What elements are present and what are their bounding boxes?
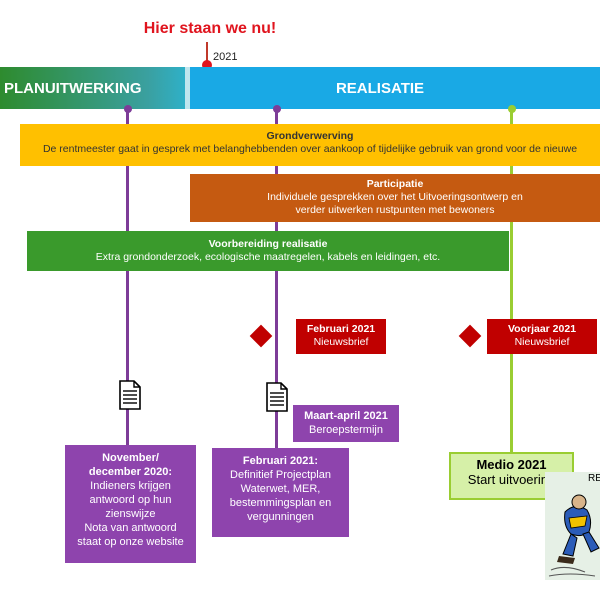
milestone-feb-line4: vergunningen [247, 511, 314, 523]
phase-realisatie: REALISATIE [190, 67, 600, 109]
milestone-beroep-title: Maart-april 2021 [304, 410, 388, 422]
milestone-nov-title2: december 2020: [88, 466, 173, 478]
milestone-start-title: Medio 2021 [476, 457, 547, 472]
document-icon [119, 380, 141, 410]
milestone-beroepstermijn: Maart-april 2021 Beroepstermijn [293, 405, 399, 442]
bar-participatie-title: Participatie [366, 178, 424, 190]
phase-separator [185, 67, 190, 109]
milestone-feb-title: Februari 2021: [242, 455, 319, 467]
milestone-nov-line1: Indieners krijgen [90, 480, 171, 492]
milestone-feb-line2: Waterwet, MER, [240, 483, 321, 495]
newsletter-februari: Februari 2021 Nieuwsbrief [296, 319, 386, 354]
milestone-feb-line3: bestemmingsplan en [229, 497, 332, 509]
timeline-line-3 [510, 109, 513, 454]
bar-voorbereiding-title: Voorbereiding realisatie [208, 238, 328, 250]
year-label: 2021 [213, 51, 238, 63]
bar-participatie-line2: verder uitwerken rustpunten met bewoners [295, 204, 495, 216]
now-marker-label: Hier staan we nu! [143, 20, 277, 37]
timeline-line-1 [126, 109, 129, 449]
milestone-beroep-label: Beroepstermijn [309, 424, 383, 436]
milestone-nov-line4: Nota van antwoord [84, 522, 177, 534]
bar-grondverwerving-text: De rentmeester gaat in gesprek met belan… [42, 143, 578, 155]
bar-grondverwerving: Grondverwerving De rentmeester gaat in g… [20, 124, 600, 166]
newsletter-date: Voorjaar 2021 [507, 323, 577, 335]
document-icon [266, 382, 288, 412]
bar-voorbereiding-realisatie: Voorbereiding realisatie Extra grondonde… [27, 231, 509, 271]
bar-participatie: Participatie Individuele gesprekken over… [190, 174, 600, 222]
bar-grondverwerving-title: Grondverwerving [266, 130, 354, 142]
bar-voorbereiding-text: Extra grondonderzoek, ecologische maatre… [95, 251, 441, 263]
milestone-feb-line1: Definitief Projectplan [230, 469, 331, 481]
phase-planuitwerking: PLANUITWERKING [0, 67, 185, 109]
timeline-dot-2 [273, 105, 281, 113]
illustration-text: RE [588, 473, 600, 484]
milestone-november-december: November/ december 2020: Indieners krijg… [65, 445, 196, 563]
timeline-line-2 [275, 109, 278, 449]
milestone-nov-line3: zienswijze [105, 508, 156, 520]
diamond-icon [458, 324, 482, 348]
newsletter-label: Nieuwsbrief [514, 336, 570, 348]
phase-realisatie-label: REALISATIE [335, 79, 425, 97]
milestone-start-label: Start uitvoering [467, 472, 556, 487]
newsletter-date: Februari 2021 [306, 323, 376, 335]
worker-icon [545, 472, 600, 580]
newsletter-voorjaar: Voorjaar 2021 Nieuwsbrief [487, 319, 597, 354]
milestone-nov-line2: antwoord op hun [89, 494, 172, 506]
milestone-nov-line5: staat op onze website [77, 536, 184, 548]
milestone-februari: Februari 2021: Definitief Projectplan Wa… [212, 448, 349, 537]
phase-planuitwerking-label: PLANUITWERKING [4, 79, 142, 97]
bar-participatie-line1: Individuele gesprekken over het Uitvoeri… [267, 191, 523, 203]
milestone-nov-title1: November/ [102, 452, 159, 464]
now-marker-line [206, 42, 208, 66]
worker-illustration [545, 472, 600, 580]
now-marker-dot [202, 60, 212, 70]
diamond-icon [249, 324, 273, 348]
timeline-dot-3 [508, 105, 516, 113]
newsletter-label: Nieuwsbrief [313, 336, 369, 348]
timeline-dot-1 [124, 105, 132, 113]
